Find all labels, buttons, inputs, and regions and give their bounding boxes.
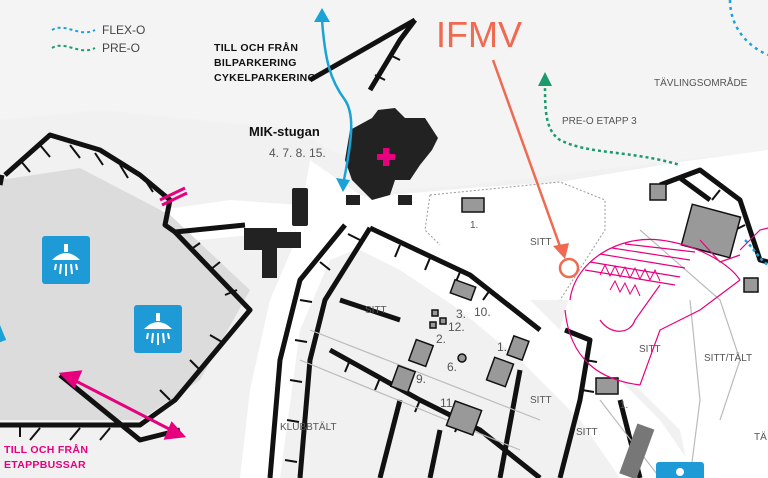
bus-route-arrow: [58, 370, 187, 440]
label-num-10: 10.: [474, 305, 491, 319]
label-num-3: 3.: [456, 307, 467, 321]
label-num-1-a: 1.: [470, 220, 479, 231]
label-ta: TÄ: [754, 432, 767, 443]
label-till-fran-1: TILL OCH FRÅN: [214, 42, 299, 54]
label-bussar-1: TILL OCH FRÅN: [4, 444, 89, 456]
label-mik-numbers: 4. 7. 8. 15.: [269, 146, 326, 160]
thin-lines: [299, 229, 741, 478]
flex-o-arrow-up: [314, 8, 330, 22]
ifmv-annotation: IFMV: [436, 14, 522, 55]
label-num-1-b: 1.: [497, 340, 508, 354]
pink-gate: [159, 186, 188, 207]
shower-glyph: [52, 244, 80, 276]
label-num-6: 6.: [447, 360, 458, 374]
label-sitt-e: SITT: [639, 344, 661, 355]
pre-o-route: [543, 81, 681, 167]
annotation-arrow: [491, 59, 580, 279]
label-till-fran-3: CYKELPARKERING: [214, 72, 317, 84]
label-till-fran-2: BILPARKERING: [214, 57, 297, 69]
pre-o-arrow-up: [538, 72, 552, 86]
road-strip: [619, 423, 655, 478]
label-num-12: 12.: [448, 320, 465, 334]
label-num-9: 9.: [416, 372, 427, 386]
grass-field-top: [0, 0, 768, 190]
label-pre-o-etapp: PRE-O ETAPP 3: [562, 116, 637, 127]
label-sitt-talt: SITT/TÄLT: [704, 353, 753, 364]
flex-o-arrow-left: [0, 325, 6, 343]
label-sitt-a: SITT: [530, 237, 552, 248]
shower-glyph: [144, 313, 172, 345]
label-sitt-d: SITT: [576, 427, 598, 438]
dotted-paths: [424, 181, 606, 301]
grass-field: [0, 168, 250, 420]
label-mik-stugan: MIK-stugan: [249, 124, 320, 139]
annotation-arrowhead: [553, 243, 569, 259]
pink-sawtooth: [599, 263, 661, 297]
grey-buildings: [389, 183, 759, 436]
flex-o-arrow-down: [336, 178, 350, 192]
person-icon: [676, 468, 684, 476]
label-klubbtalt: KLUBBTÄLT: [280, 422, 337, 433]
label-bussar-2: ETAPPBUSSAR: [4, 459, 86, 471]
legend-flex-o: FLEX-O: [102, 23, 146, 37]
shower-icon: [134, 305, 182, 353]
first-aid-cross-icon: [377, 148, 395, 166]
shower-icon: [42, 236, 90, 284]
label-num-2: 2.: [436, 332, 447, 346]
label-sitt-c: SITT: [530, 395, 552, 406]
label-num-11: 11.: [440, 396, 456, 410]
label-sitt-b: SITT: [365, 305, 387, 316]
label-tavlingsomrade: TÄVLINGSOMRÅDE: [654, 78, 748, 89]
label-num-1-c: 1.: [620, 400, 629, 411]
legend-pre-o: PRE-O: [102, 41, 141, 55]
